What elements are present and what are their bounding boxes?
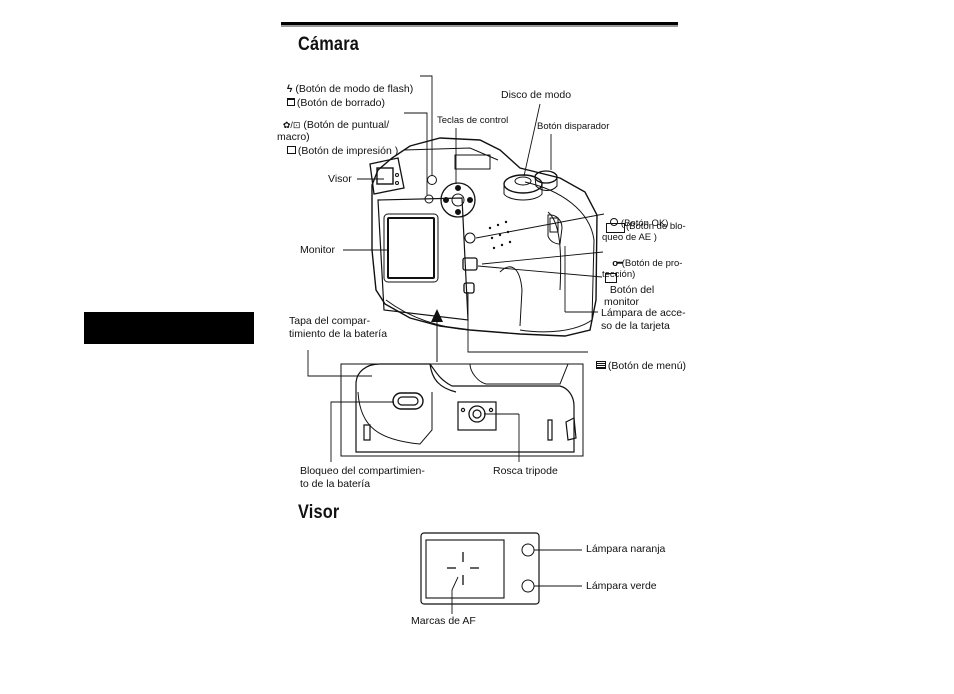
tripod-socket bbox=[468, 405, 486, 423]
label-green-lamp: Lámpara verde bbox=[586, 580, 657, 592]
top-rule bbox=[281, 22, 678, 25]
print-icon bbox=[286, 145, 296, 154]
menu-icon bbox=[595, 360, 606, 369]
label-card-access-lamp: Lámpara de acce- so de la tarjeta bbox=[601, 307, 686, 332]
ok-icon bbox=[610, 218, 619, 226]
label-control-keys: Teclas de control bbox=[437, 115, 509, 126]
label-monitor-button: Botón del monitor bbox=[604, 283, 655, 309]
label-flash-button: ϟ (Botón de modo de flash) bbox=[286, 82, 414, 95]
orange-lamp-mark bbox=[521, 543, 535, 557]
trash-icon bbox=[286, 97, 295, 106]
camera-control-keys bbox=[440, 182, 476, 218]
camera-body bbox=[371, 137, 598, 337]
label-shutter-button: Botón disparador bbox=[537, 121, 610, 132]
label-ok-button: (Botón OK) bbox=[605, 207, 668, 229]
viewfinder-diagram bbox=[420, 532, 582, 614]
label-battery-cover: Tapa del compar- timiento de la batería bbox=[289, 315, 388, 340]
camera-mode-dial bbox=[503, 174, 543, 194]
label-monitor: Monitor bbox=[300, 244, 336, 256]
label-protect-button: o━(Botón de pro- tección) bbox=[602, 258, 683, 280]
label-tripod-socket: Rosca tripode bbox=[493, 465, 558, 477]
section-title-camera: Cámara bbox=[298, 34, 359, 55]
label-menu-button: (Botón de menú) bbox=[590, 347, 686, 372]
section-title-viewfinder: Visor bbox=[298, 502, 340, 523]
label-mode-dial: Disco de modo bbox=[501, 89, 572, 101]
flash-icon: ϟ bbox=[286, 82, 293, 95]
green-lamp-mark bbox=[521, 579, 535, 593]
camera-monitor bbox=[387, 217, 435, 279]
label-erase-button: (Botón de borrado) bbox=[281, 84, 385, 109]
camera-viewfinder bbox=[369, 157, 405, 195]
label-af-marks: Marcas de AF bbox=[411, 615, 476, 627]
label-battery-lock: Bloqueo del compartimien- to de la bater… bbox=[300, 465, 425, 490]
side-tab bbox=[84, 312, 254, 344]
label-orange-lamp: Lámpara naranja bbox=[586, 543, 666, 555]
camera-bottom-view bbox=[340, 363, 584, 457]
ae-lock-icon bbox=[606, 223, 625, 233]
label-viewfinder: Visor bbox=[328, 173, 352, 185]
label-spot-macro-button: ✿/⊡ (Botón de puntual/ macro) bbox=[277, 118, 390, 144]
spot-macro-icon: ✿/⊡ bbox=[282, 119, 301, 130]
top-rule-shadow bbox=[281, 25, 678, 27]
monitor-icon bbox=[605, 273, 617, 283]
key-icon: o━ bbox=[607, 258, 623, 269]
label-ae-lock-button: (Botón de blo- queo de AE ) bbox=[602, 221, 686, 243]
label-print-button: (Botón de impresión ) bbox=[281, 132, 398, 157]
